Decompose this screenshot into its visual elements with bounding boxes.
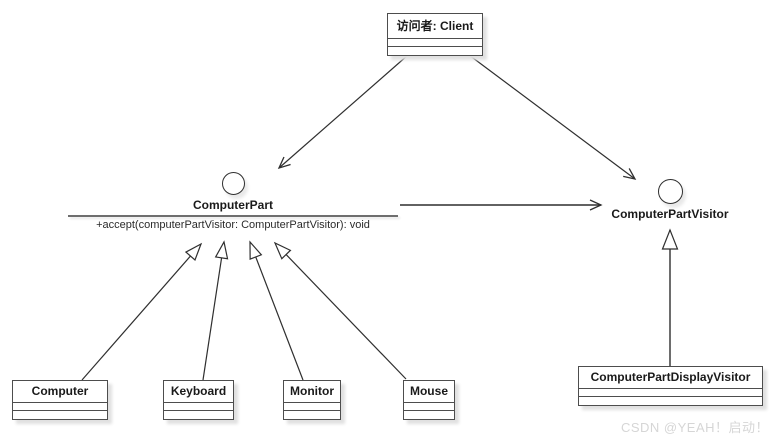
interface-separator-line: [68, 215, 398, 217]
interface-computerpartvisitor: ComputerPartVisitor: [595, 179, 745, 221]
class-name-mouse: Mouse: [404, 381, 454, 403]
class-box-monitor: Monitor: [283, 380, 341, 420]
interface-circle-icon: [221, 172, 245, 195]
interface-name-computerpartvisitor: ComputerPartVisitor: [611, 207, 729, 221]
methods-compartment: [284, 411, 340, 419]
class-box-computerpartdisplayvisitor: ComputerPartDisplayVisitor: [578, 366, 763, 406]
dependency-client-to-computerpart: [277, 54, 409, 170]
methods-compartment: [388, 47, 482, 55]
class-name-monitor: Monitor: [284, 381, 340, 403]
attributes-compartment: [284, 403, 340, 411]
class-box-client: 访问者: Client: [387, 13, 483, 56]
class-box-keyboard: Keyboard: [163, 380, 234, 420]
class-name-client: 访问者: Client: [388, 14, 482, 39]
class-name-computerpartdisplayvisitor: ComputerPartDisplayVisitor: [579, 367, 762, 389]
methods-compartment: [164, 411, 233, 419]
class-box-computer: Computer: [12, 380, 108, 420]
attributes-compartment: [404, 403, 454, 411]
interface-circle-icon: [657, 179, 683, 204]
interface-computerpart: ComputerPart +accept(computerPartVisitor…: [68, 172, 398, 231]
interface-method-accept: +accept(computerPartVisitor: ComputerPar…: [96, 219, 370, 231]
generalization-monitor-to-computerpart: [249, 240, 304, 381]
generalization-keyboard-to-computerpart: [202, 240, 229, 381]
generalization-mouse-to-computerpart: [273, 241, 407, 380]
class-name-computer: Computer: [13, 381, 107, 403]
generalization-computer-to-computerpart: [81, 242, 203, 381]
interface-name-computerpart: ComputerPart: [192, 198, 273, 212]
methods-compartment: [404, 411, 454, 419]
csdn-watermark: CSDN @YEAH！启动！: [620, 420, 769, 435]
methods-compartment: [579, 397, 762, 405]
attributes-compartment: [388, 39, 482, 47]
class-box-mouse: Mouse: [403, 380, 455, 420]
attributes-compartment: [164, 403, 233, 411]
class-name-keyboard: Keyboard: [164, 381, 233, 403]
dependency-client-to-computerpartvisitor: [468, 54, 637, 180]
attributes-compartment: [579, 389, 762, 397]
methods-compartment: [13, 411, 107, 419]
attributes-compartment: [13, 403, 107, 411]
